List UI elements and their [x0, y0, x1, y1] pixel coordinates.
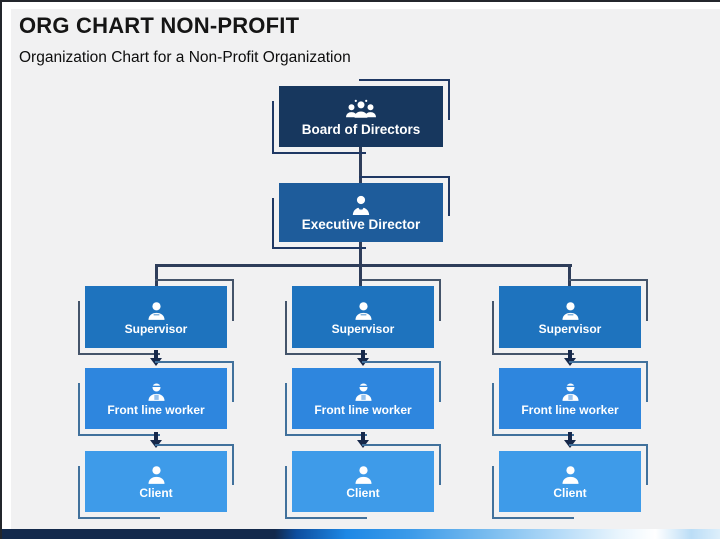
arrow-head	[564, 358, 576, 366]
org-node-executive-director: Executive Director	[272, 176, 450, 249]
org-node-label: Client	[346, 486, 380, 501]
arrow-stem	[154, 350, 158, 359]
worker-person-icon	[147, 383, 165, 402]
client-person-icon	[561, 466, 579, 485]
arrow-head	[357, 440, 369, 448]
arrow-head	[564, 440, 576, 448]
org-node-board: Board of Directors	[272, 79, 450, 154]
page-title: ORG CHART NON-PROFIT	[19, 13, 300, 38]
org-node-frontline-1: Front line worker	[78, 361, 234, 436]
org-node-label: Front line worker	[314, 403, 412, 418]
down-arrow	[150, 350, 162, 367]
down-arrow	[564, 432, 576, 449]
connector-line	[568, 264, 571, 287]
business-person-icon	[352, 195, 370, 216]
org-node-label: Client	[139, 486, 173, 501]
down-arrow	[150, 432, 162, 449]
org-node-client-1: Client	[78, 444, 234, 519]
down-arrow	[357, 432, 369, 449]
down-arrow	[357, 350, 369, 367]
client-person-icon	[354, 466, 372, 485]
org-node-frontline-3: Front line worker	[492, 361, 648, 436]
org-node-supervisor-3: Supervisor	[492, 279, 648, 355]
org-node-label: Board of Directors	[301, 121, 421, 137]
org-node-label: Front line worker	[521, 403, 619, 418]
org-node-label: Executive Director	[301, 217, 421, 233]
worker-person-icon	[561, 383, 579, 402]
org-node-frontline-2: Front line worker	[285, 361, 441, 436]
people-group-icon	[346, 99, 376, 118]
arrow-stem	[361, 350, 365, 359]
footer-accent-bar	[2, 529, 720, 539]
org-node-supervisor-1: Supervisor	[78, 279, 234, 355]
arrow-head	[150, 358, 162, 366]
client-person-icon	[147, 466, 165, 485]
org-node-label: Supervisor	[124, 321, 188, 336]
connector-line	[155, 264, 158, 287]
arrow-stem	[154, 432, 158, 441]
org-node-label: Front line worker	[107, 403, 205, 418]
worker-person-icon	[354, 383, 372, 402]
page-subtitle: Organization Chart for a Non-Profit Orga…	[19, 49, 351, 66]
arrow-head	[357, 358, 369, 366]
bracket-decoration	[359, 176, 450, 216]
arrow-stem	[568, 350, 572, 359]
arrow-head	[150, 440, 162, 448]
org-node-client-2: Client	[285, 444, 441, 519]
org-node-client-3: Client	[492, 444, 648, 519]
down-arrow	[564, 350, 576, 367]
org-node-supervisor-2: Supervisor	[285, 279, 441, 355]
connector-line	[359, 147, 362, 183]
connector-line	[155, 264, 572, 267]
org-node-label: Supervisor	[331, 321, 395, 336]
supervisor-person-icon	[147, 302, 165, 320]
supervisor-person-icon	[354, 302, 372, 320]
org-node-label: Supervisor	[538, 321, 602, 336]
supervisor-person-icon	[561, 302, 579, 320]
arrow-stem	[568, 432, 572, 441]
org-node-label: Client	[553, 486, 587, 501]
arrow-stem	[361, 432, 365, 441]
